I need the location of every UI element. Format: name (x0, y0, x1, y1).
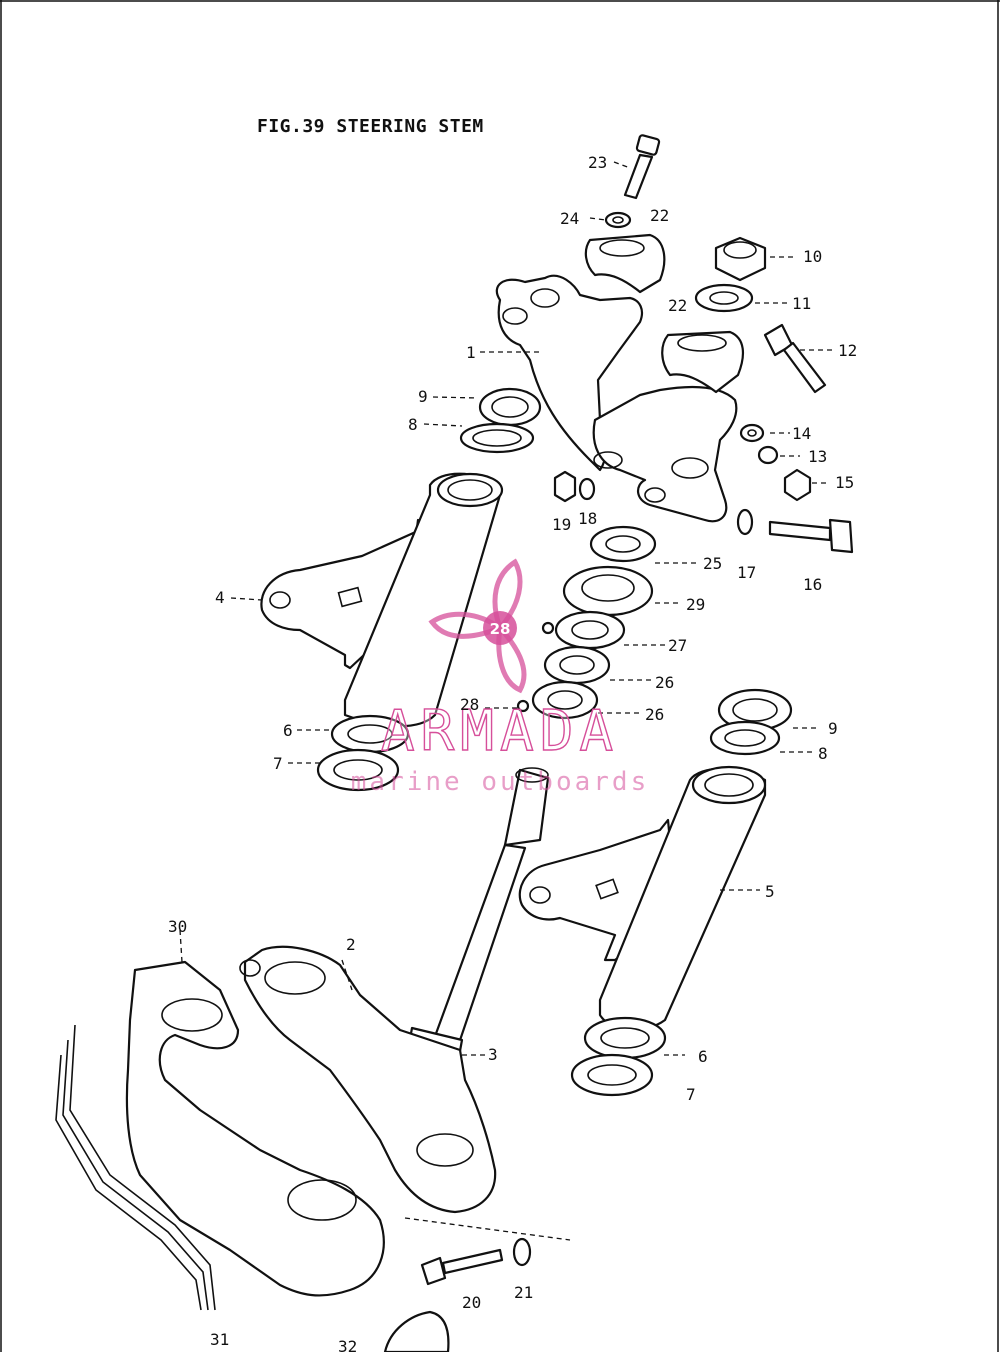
callout-4: 4 (215, 588, 225, 607)
callout-26-lower: 26 (645, 705, 664, 724)
callout-6-upper: 6 (283, 721, 293, 740)
watermark-badge-label: 28 (490, 620, 511, 638)
bearing-race-26-upper (543, 645, 611, 685)
bolt-12 (763, 323, 827, 394)
fork-cover-part-4 (260, 472, 504, 728)
callout-30: 30 (168, 917, 187, 936)
bearing-race-27 (554, 610, 626, 650)
callout-8-upper: 8 (408, 415, 418, 434)
shims-part-31 (55, 1024, 216, 1311)
callout-27: 27 (668, 636, 687, 655)
washer-24 (604, 211, 632, 229)
leader-lines (179, 161, 836, 1241)
bolt-20 (420, 1248, 504, 1286)
cover-part-30 (125, 960, 385, 1297)
washer-14 (739, 423, 765, 443)
callout-22-upper: 22 (650, 206, 669, 225)
watermark-brand: ARMADA (381, 699, 619, 764)
callout-18: 18 (578, 509, 597, 528)
callout-14: 14 (792, 424, 811, 443)
callout-11: 11 (792, 294, 811, 313)
callout-5: 5 (765, 882, 775, 901)
callout-16: 16 (803, 575, 822, 594)
callout-32: 32 (338, 1337, 357, 1352)
steering-stem-part-3 (406, 767, 550, 1064)
callout-25: 25 (703, 554, 722, 573)
bearing-race-26-lower (531, 680, 599, 720)
cap-part-32 (383, 1310, 450, 1352)
watermark-tagline: marine outboards (351, 767, 649, 797)
seal-6-upper (330, 714, 410, 754)
callout-7-upper: 7 (273, 754, 283, 773)
nut-25 (589, 525, 657, 563)
callout-31: 31 (210, 1330, 229, 1349)
callout-28: 28 (460, 695, 479, 714)
bearing-race-9-upper (478, 387, 542, 427)
nut-19 (553, 470, 577, 503)
callout-23: 23 (588, 153, 607, 172)
fork-cover-part-5 (518, 765, 767, 1031)
callout-9-upper: 9 (418, 387, 428, 406)
callout-6-lower: 6 (698, 1047, 708, 1066)
callout-10: 10 (803, 247, 822, 266)
seal-7-lower (570, 1053, 654, 1097)
washer-17 (736, 508, 754, 536)
callout-13: 13 (808, 447, 827, 466)
lock-washer-18 (578, 477, 596, 501)
dust-seal-29 (562, 565, 654, 617)
steel-ball-28 (516, 621, 555, 713)
bearing-race-8-lower (709, 720, 781, 756)
callout-17: 17 (737, 563, 756, 582)
callout-21: 21 (514, 1283, 533, 1302)
seal-7-upper (316, 748, 400, 792)
washer-21 (512, 1237, 532, 1267)
callout-22-lower: 22 (668, 296, 687, 315)
callout-26-upper: 26 (655, 673, 674, 692)
callout-7-lower: 7 (686, 1085, 696, 1104)
propeller-logo-icon (428, 558, 527, 694)
washer-11 (694, 283, 754, 313)
callout-labels: 23 24 22 22 10 11 12 1 9 8 14 13 15 19 1… (168, 153, 857, 1352)
seal-6-lower (583, 1016, 667, 1060)
callout-8-lower: 8 (818, 744, 828, 763)
lock-washer-13 (757, 445, 779, 465)
armada-watermark: 28 ARMADA marine outboards (351, 558, 649, 797)
handlebar-holder-22-upper (584, 233, 666, 294)
figure-title: FIG.39 STEERING STEM (257, 116, 484, 137)
callout-19: 19 (552, 515, 571, 534)
callout-15: 15 (835, 473, 854, 492)
bearing-race-8-upper (459, 422, 535, 454)
bolt-23 (623, 134, 661, 200)
handlebar-holder-22-lower (661, 330, 745, 394)
bolt-16 (768, 518, 854, 554)
callout-24: 24 (560, 209, 579, 228)
upper-bracket-part-1 (495, 274, 738, 523)
nut-10 (714, 236, 767, 282)
callout-2: 2 (346, 935, 356, 954)
watermark-badge (483, 611, 517, 645)
lower-bracket-part-2 (239, 945, 497, 1214)
callout-3: 3 (488, 1045, 498, 1064)
callout-12: 12 (838, 341, 857, 360)
callout-9-lower: 9 (828, 719, 838, 738)
callout-29: 29 (686, 595, 705, 614)
nut-15 (783, 468, 812, 502)
callout-20: 20 (462, 1293, 481, 1312)
callout-1: 1 (466, 343, 476, 362)
